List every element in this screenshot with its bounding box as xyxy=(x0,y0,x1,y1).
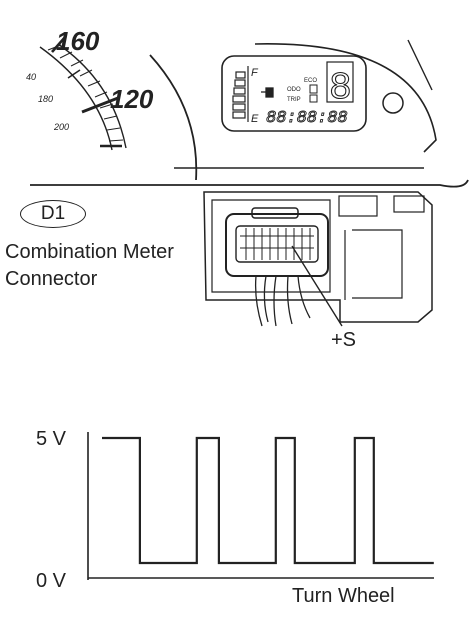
speed-label-40: 40 xyxy=(26,72,36,82)
cluster-lower-edge xyxy=(30,179,469,188)
combination-meter-illustration xyxy=(30,35,469,188)
gear-digit-box xyxy=(326,61,354,103)
connector-illustration xyxy=(203,191,433,327)
connector-id-text: D1 xyxy=(40,203,66,224)
y-axis-low-label: 0 V xyxy=(36,570,67,592)
waveform-chart xyxy=(87,432,434,580)
speed-tick-120 xyxy=(81,96,119,114)
speed-label-180: 180 xyxy=(38,94,53,104)
speed-label-120: 120 xyxy=(110,84,154,114)
connector-body xyxy=(225,213,329,277)
speedometer-rim xyxy=(149,54,198,181)
fuel-full-label: F xyxy=(251,67,259,79)
cluster-housing-edge xyxy=(407,39,433,91)
housing-slot-1 xyxy=(338,195,378,217)
fuel-gauge-bars xyxy=(232,71,246,119)
speed-label-160: 160 xyxy=(56,26,100,56)
x-axis-label: Turn Wheel xyxy=(292,585,395,607)
lcd-display-panel xyxy=(221,55,367,132)
connector-id-badge: D1 xyxy=(20,200,86,228)
gear-digit: 8 xyxy=(329,67,352,110)
terminal-leader-line xyxy=(291,245,343,327)
pulse-waveform-line xyxy=(102,436,434,565)
speed-tick-160 xyxy=(51,35,67,53)
trip-indicator-box xyxy=(309,84,318,94)
fuel-empty-label: E xyxy=(251,113,259,125)
trip-indicator-box-2 xyxy=(309,94,318,103)
eco-label: ECO xyxy=(304,78,317,84)
connector-name-line1: Combination Meter xyxy=(5,241,174,263)
connector-name-label: Combination Meter Connector xyxy=(5,239,174,293)
connector-lock xyxy=(251,207,299,219)
speedometer-scale-band xyxy=(39,43,127,151)
wire-harness xyxy=(254,275,311,327)
cluster-housing-curve xyxy=(254,43,437,153)
speed-label-200: 200 xyxy=(53,122,69,132)
odometer-digits: 88:88:88 xyxy=(266,109,348,128)
housing-recess xyxy=(352,229,403,299)
trip-label: TRIP xyxy=(287,97,301,103)
connector-name-line2: Connector xyxy=(5,268,98,290)
connector-face xyxy=(235,225,319,263)
fuel-pump-icon xyxy=(261,87,274,98)
housing-slot-2 xyxy=(393,195,425,213)
speed-tick-mid xyxy=(67,69,81,79)
trip-knob xyxy=(382,92,404,114)
terminal-label-plus-s: +S xyxy=(331,329,357,351)
housing-inner-rim xyxy=(211,199,331,293)
y-axis-high-label: 5 V xyxy=(36,428,67,450)
connector-pins xyxy=(240,228,314,260)
odo-label: ODO xyxy=(287,87,301,93)
